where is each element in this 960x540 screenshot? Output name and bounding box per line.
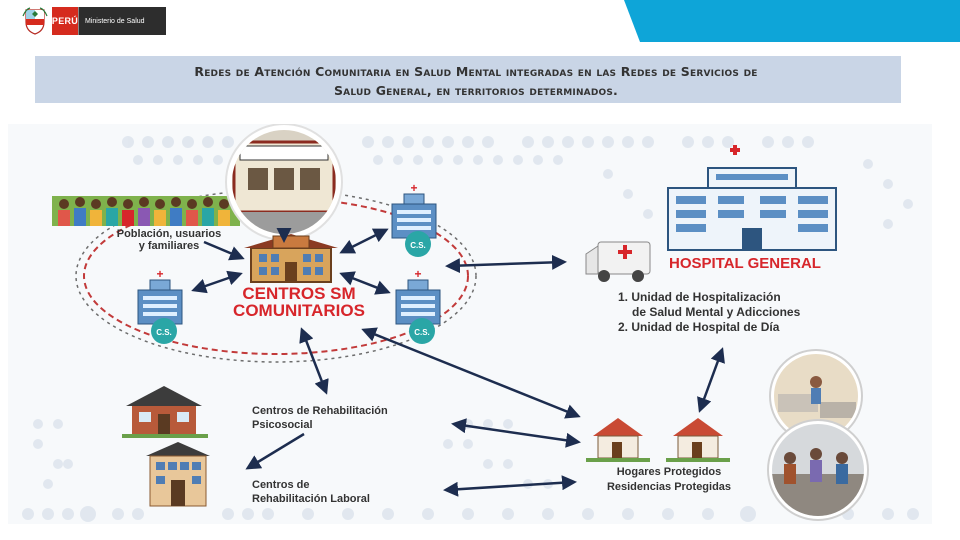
cs-label-left: C.S.	[156, 328, 172, 337]
hospital-unit-1-line-1: 1. Unidad de Hospitalización	[618, 290, 800, 305]
hospital-general-title: HOSPITAL GENERAL	[669, 255, 821, 272]
population-label-line-1: Población, usuarios	[94, 228, 244, 240]
hospital-unit-2: 2. Unidad de Hospital de Día	[618, 320, 800, 335]
hospital-units-list: 1. Unidad de Hospitalización de Salud Me…	[618, 290, 800, 335]
centros-sm-line-2: COMUNITARIOS	[214, 302, 384, 319]
rehab-psicosocial-house-icon	[122, 386, 208, 438]
rehab-laboral-line-1: Centros de	[252, 478, 370, 492]
rehab-laboral-label: Centros de Rehabilitación Laboral	[252, 478, 370, 506]
arrow-laboral-hogares	[446, 482, 574, 490]
network-diagram: + + +	[8, 124, 932, 524]
svg-text:+: +	[410, 181, 417, 195]
hogares-photo-bottom	[768, 420, 868, 520]
ministry-logo[interactable]: PERÚ Ministerio de Salud	[22, 6, 166, 36]
peru-crest-icon	[22, 7, 48, 35]
arrow-psico-hogares	[454, 424, 578, 442]
hogares-houses-icon	[586, 418, 730, 462]
rehab-psicosocial-label: Centros de Rehabilitación Psicosocial	[252, 404, 388, 432]
population-label: Población, usuarios y familiares	[94, 228, 244, 252]
rehab-laboral-building-icon	[146, 442, 210, 506]
svg-text:+: +	[414, 267, 421, 281]
cs-label-top: C.S.	[410, 241, 426, 250]
arrow-psico-laboral	[248, 434, 304, 468]
header: PERÚ Ministerio de Salud	[0, 0, 960, 42]
ministry-label: Ministerio de Salud	[78, 7, 166, 35]
hospital-unit-1-line-2: de Salud Mental y Adicciones	[618, 305, 800, 320]
population-label-line-2: y familiares	[94, 240, 244, 252]
population-people-icon	[52, 196, 240, 226]
arrow-hospital-hogares	[700, 350, 722, 410]
hogares-label: Hogares Protegidos Residencias Protegida…	[586, 465, 752, 495]
centros-sm-line-1: CENTROS SM	[214, 285, 384, 302]
centro-sm-photo	[226, 124, 342, 240]
country-label: PERÚ	[52, 7, 78, 35]
rehab-psicosocial-line-1: Centros de Rehabilitación	[252, 404, 388, 418]
title-line-1: Redes de Atención Comunitaria en Salud M…	[61, 62, 891, 81]
rehab-psicosocial-line-2: Psicosocial	[252, 418, 388, 432]
rehab-laboral-line-2: Rehabilitación Laboral	[252, 492, 370, 506]
centros-sm-building-icon	[244, 234, 338, 282]
cs-label-right: C.S.	[414, 328, 430, 337]
hogares-line-1: Hogares Protegidos	[586, 465, 752, 480]
arrow-centros-cs-top	[342, 230, 386, 252]
arrow-centros-hogares	[364, 330, 578, 416]
title-band: Redes de Atención Comunitaria en Salud M…	[35, 56, 901, 103]
hospital-building-icon	[668, 145, 836, 250]
header-accent-bar	[620, 0, 960, 42]
ambulance-icon	[586, 242, 650, 282]
centros-sm-label: CENTROS SM COMUNITARIOS	[214, 285, 384, 319]
svg-text:+: +	[156, 267, 163, 281]
hogares-line-2: Residencias Protegidas	[586, 480, 752, 495]
page-title: Redes de Atención Comunitaria en Salud M…	[61, 62, 891, 100]
title-line-2: Salud General, en territorios determinad…	[61, 81, 891, 100]
